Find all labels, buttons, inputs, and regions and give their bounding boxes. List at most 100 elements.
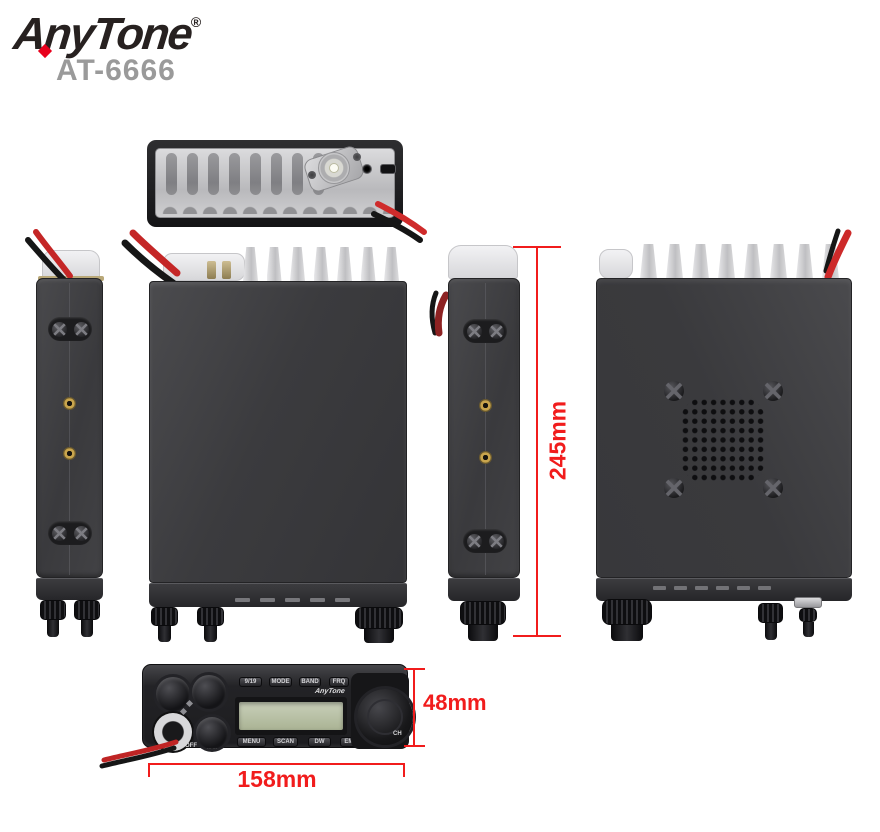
- bracket-hole: [479, 399, 492, 412]
- heatsink-fin: [640, 244, 657, 279]
- heatsink-fin: [266, 247, 282, 281]
- heatsink-fin: [718, 244, 735, 279]
- front-edge: [448, 578, 520, 601]
- rear-view: [147, 140, 427, 243]
- screw-icon: [73, 525, 89, 541]
- side-panel: [36, 278, 103, 578]
- button-top: [716, 586, 729, 590]
- button-menu: MENU: [237, 737, 266, 747]
- screw-icon: [664, 381, 684, 401]
- knob: [197, 607, 224, 645]
- dimension-tick: [403, 763, 405, 777]
- heatsink-fin: [744, 244, 761, 279]
- model-number: AT-6666: [56, 54, 176, 87]
- channel-knob: [602, 599, 652, 643]
- front-panel: OFF 9/19 MODE BAND FRQ AnyTone MENU SCAN…: [142, 664, 413, 751]
- heatsink-fin: [770, 244, 787, 279]
- bracket-hole: [63, 397, 76, 410]
- dimension-tick: [513, 635, 561, 637]
- squelch-knob: [192, 675, 226, 709]
- button-919: 9/19: [239, 677, 262, 687]
- dimension-depth-label: 245mm: [544, 400, 571, 481]
- button-top: [235, 598, 250, 602]
- right-side-view: [429, 243, 524, 645]
- bottom-cover: [596, 278, 852, 578]
- knob: [74, 600, 100, 640]
- brand-wordmark: AnyTone®: [11, 8, 202, 60]
- heatsink-fin: [290, 247, 305, 281]
- connector-center: [329, 163, 339, 173]
- screw-icon: [51, 321, 67, 337]
- front-edge: [149, 583, 407, 607]
- heatsink-fin: [360, 247, 376, 281]
- side-panel: [448, 278, 520, 578]
- button-top: [653, 586, 666, 590]
- mounting-screws: [463, 319, 507, 343]
- button-top: [260, 598, 275, 602]
- brass-stud: [207, 261, 216, 279]
- screw-icon: [488, 323, 504, 339]
- screw-icon: [51, 525, 67, 541]
- mounting-screws: [48, 317, 92, 341]
- screw-icon: [73, 321, 89, 337]
- top-view: [121, 229, 407, 645]
- screw-icon: [763, 381, 783, 401]
- brass-stud: [222, 261, 231, 279]
- channel-knob-label: CH: [393, 731, 402, 737]
- heatsink-slot: [250, 153, 261, 195]
- button-top: [674, 586, 687, 590]
- heatsink-slot: [229, 153, 240, 195]
- power-wire-icon: [823, 228, 852, 281]
- heatsink-end-cap: [448, 245, 518, 279]
- screw-icon: [763, 478, 783, 498]
- heatsink-slot: [187, 153, 198, 195]
- registered-mark-icon: ®: [190, 14, 202, 30]
- button-top: [310, 598, 325, 602]
- channel-knob: [460, 601, 506, 643]
- mounting-screws: [463, 529, 507, 553]
- front-view: OFF 9/19 MODE BAND FRQ AnyTone MENU SCAN…: [99, 660, 413, 769]
- panel-seam: [69, 283, 70, 575]
- dimension-line: [413, 669, 415, 747]
- volume-knob: [156, 677, 190, 711]
- knob: [151, 607, 178, 645]
- heatsink-fin: [337, 247, 352, 281]
- audio-jack-icon: [362, 164, 372, 174]
- power-off-label: OFF: [185, 743, 197, 749]
- heatsink-slot: [208, 153, 219, 195]
- rf-gain-knob: [196, 717, 228, 749]
- mounting-screws: [48, 521, 92, 545]
- heatsink-arches: [160, 199, 390, 214]
- heatsink-fin: [796, 244, 813, 279]
- rear-heatsink: [155, 144, 396, 218]
- power-wires-icon: [121, 229, 181, 287]
- screw-icon: [664, 478, 684, 498]
- antenna-connector-icon: [302, 144, 366, 195]
- flange-bolt: [353, 153, 361, 161]
- panel-seam: [485, 283, 486, 575]
- front-brand-label: AnyTone: [314, 688, 346, 695]
- heatsink-fin: [666, 244, 683, 279]
- front-edge: [596, 578, 852, 601]
- button-top: [695, 586, 708, 590]
- heatsink-fin: [692, 244, 709, 279]
- dimension-tick: [148, 763, 150, 777]
- power-wires-icon: [99, 739, 179, 769]
- top-cover: [149, 281, 407, 583]
- connector-knob: [794, 597, 822, 641]
- screw-icon: [488, 533, 504, 549]
- channel-knob-inner: [367, 699, 403, 735]
- front-edge: [36, 578, 103, 600]
- lcd-display: [239, 702, 343, 730]
- heatsink-slot: [166, 153, 177, 195]
- dimension-line: [536, 247, 538, 637]
- heatsink-fin: [313, 247, 329, 281]
- button-band: BAND: [299, 677, 321, 687]
- button-dw: DW: [308, 737, 331, 747]
- screw-icon: [466, 533, 482, 549]
- heatsink-end-cap: [599, 249, 633, 279]
- bracket-hole: [63, 447, 76, 460]
- channel-knob-housing: CH: [351, 673, 413, 749]
- channel-knob: [355, 607, 403, 645]
- screw-icon: [466, 323, 482, 339]
